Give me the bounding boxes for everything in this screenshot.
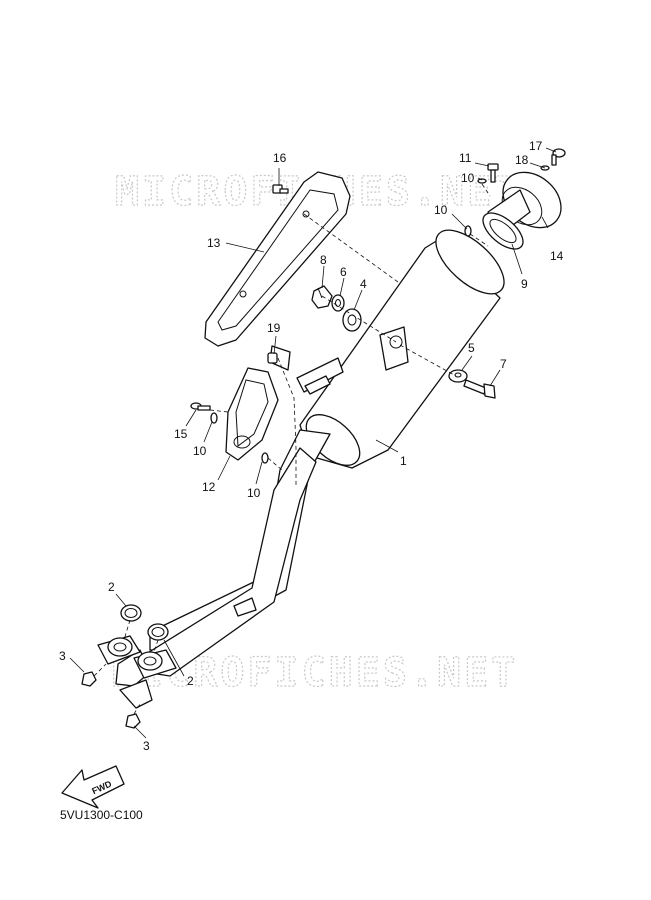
callout-15: 15 <box>174 427 188 441</box>
clip-10-c <box>210 412 218 424</box>
collar-5 <box>448 369 468 383</box>
callout-17: 17 <box>529 139 543 153</box>
callout-10-d: 10 <box>247 486 261 500</box>
diagram-code: 5VU1300-C100 <box>60 808 143 822</box>
bolt-11 <box>487 163 499 183</box>
callout-10-c: 10 <box>193 444 207 458</box>
callout-1: 1 <box>400 454 407 468</box>
callout-5: 5 <box>468 341 475 355</box>
washer-6 <box>331 294 345 312</box>
assembly-lines <box>93 183 491 715</box>
collar-8 <box>311 285 333 309</box>
leader-lines <box>69 147 557 739</box>
callout-11: 11 <box>459 151 472 165</box>
callout-14: 14 <box>550 249 564 263</box>
callout-10-b: 10 <box>434 203 448 217</box>
bolt-16 <box>272 184 289 194</box>
callout-8: 8 <box>320 253 327 267</box>
callout-18: 18 <box>515 153 529 167</box>
callout-7: 7 <box>500 357 507 371</box>
callout-12: 12 <box>202 480 216 494</box>
nut-19 <box>267 352 278 364</box>
callout-16: 16 <box>273 151 287 165</box>
callout-3-a: 3 <box>59 649 66 663</box>
callout-labels: 16 13 11 10 18 17 10 14 9 8 6 4 19 5 7 1… <box>59 139 564 753</box>
gasket-9 <box>482 212 524 250</box>
nut-3-bottom <box>125 713 141 729</box>
callout-13: 13 <box>207 236 221 250</box>
callout-6: 6 <box>340 265 347 279</box>
nut-3-left <box>81 671 97 687</box>
screw-17 <box>551 148 566 166</box>
callout-10-a: 10 <box>461 171 475 185</box>
callout-4: 4 <box>360 277 367 291</box>
heat-protector-13 <box>204 171 351 347</box>
protector-12 <box>225 345 291 461</box>
damper-4 <box>342 308 362 332</box>
flange-right <box>133 649 177 679</box>
clip-10-d <box>261 452 269 464</box>
muffler-1 <box>296 229 505 469</box>
callout-2-a: 2 <box>108 580 115 594</box>
callout-2-b: 2 <box>187 674 194 688</box>
callout-9: 9 <box>521 277 528 291</box>
bolt-15 <box>190 402 211 411</box>
gasket-2-right <box>147 623 169 641</box>
gasket-2-left <box>120 604 142 622</box>
clip-10-a <box>477 178 487 184</box>
fwd-arrow: FWD <box>61 765 125 809</box>
callout-3-b: 3 <box>143 739 150 753</box>
callout-19: 19 <box>267 321 281 335</box>
bolt-7 <box>463 379 496 399</box>
flange-left <box>97 635 141 665</box>
